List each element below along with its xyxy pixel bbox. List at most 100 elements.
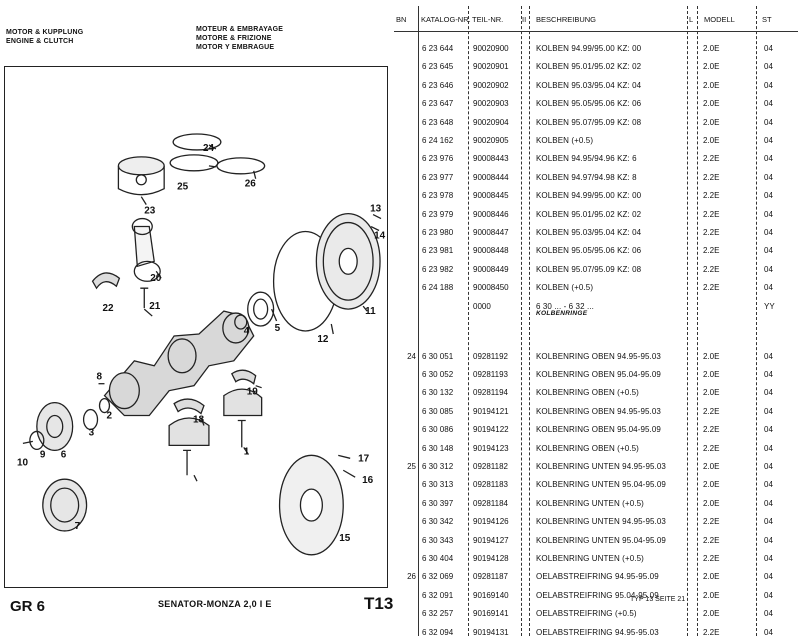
row-teil-nr: 90194121 [473, 406, 509, 416]
label-15: 15 [339, 533, 351, 544]
group-label: GR 6 [10, 598, 46, 615]
row-teil-nr: 0000 [473, 301, 491, 311]
piston-ring-24 [172, 133, 222, 151]
exploded-diagram: 24 25 26 23 13 14 11 20 12 5 4 22 21 3 1… [4, 66, 388, 588]
header-bn: BN [396, 15, 407, 24]
row-beschreibung: KOLBEN 95.01/95.02 KZ: 02 [536, 62, 642, 72]
ring-4 [234, 314, 248, 330]
pulley-7 [42, 478, 88, 532]
pulley-6 [36, 401, 74, 452]
row-teil-nr: 90008444 [473, 172, 509, 182]
row-st: 04 [764, 609, 773, 619]
row-teil-nr: 90008443 [473, 154, 509, 164]
row-st: 04 [764, 117, 773, 127]
row-katalog-nr: 6 30 085 [422, 406, 454, 416]
row-beschreibung: KOLBENRING UNTEN 94.95-95.03 [536, 462, 666, 471]
row-st: 04 [764, 535, 773, 545]
row-st: 04 [764, 228, 773, 237]
label-4: 4 [244, 326, 250, 337]
row-katalog-nr: 6 32 094 [422, 627, 454, 637]
row-st: 04 [764, 99, 773, 109]
row-teil-nr: 90194122 [473, 425, 509, 435]
row-teil-nr: 09281193 [473, 370, 508, 379]
header-title-de: MOTOR & KUPPLUNG [6, 29, 84, 36]
main-bearing-19 [230, 369, 257, 385]
label-7: 7 [75, 521, 81, 532]
row-modell: 2.0E [703, 80, 720, 90]
row-st: 04 [764, 443, 773, 453]
row-st: 04 [764, 462, 773, 471]
model-label: SENATOR-MONZA 2,0 I E [158, 599, 272, 609]
row-katalog-nr: 6 32 257 [422, 609, 454, 619]
row-modell: 2.2E [703, 191, 720, 201]
row-katalog-nr: 6 23 644 [422, 44, 454, 53]
row-katalog-nr: 6 32 069 [422, 572, 454, 582]
row-modell: 2.0E [703, 388, 720, 398]
row-beschreibung: KOLBEN 94.99/95.00 KZ: 00 [536, 44, 642, 53]
label-14: 14 [374, 230, 386, 241]
row-teil-nr: 09281187 [473, 572, 508, 582]
row-subtitle: KOLBENRINGE [536, 309, 588, 317]
row-modell: 2.0E [703, 351, 720, 361]
row-katalog-nr: 6 30 148 [422, 443, 454, 453]
row-bn: 26 [407, 572, 416, 582]
row-katalog-nr: 6 23 976 [422, 154, 454, 164]
row-st: 04 [764, 172, 773, 182]
bolt-1a [183, 449, 192, 476]
row-modell: 2.2E [703, 554, 720, 563]
label-25: 25 [177, 182, 189, 193]
row-beschreibung: KOLBENRING OBEN 94.95-95.03 [536, 351, 661, 361]
row-katalog-nr: 6 30 052 [422, 370, 454, 379]
row-beschreibung: KOLBENRING OBEN 95.04-95.09 [536, 370, 661, 379]
row-bn: 24 [407, 351, 416, 361]
row-katalog-nr: 6 30 086 [422, 425, 454, 435]
label-20: 20 [150, 273, 162, 284]
row-beschreibung: OELABSTREIFRING (+0.5) [536, 609, 637, 619]
table-header: BN KATALOG-NR. TEIL-NR. II BESCHREIBUNG … [394, 6, 798, 32]
label-13: 13 [370, 204, 382, 215]
row-modell: 2.0E [703, 99, 720, 109]
row-katalog-nr: 6 23 982 [422, 264, 454, 274]
row-beschreibung: KOLBENRING UNTEN 95.04-95.09 [536, 535, 666, 545]
label-8: 8 [97, 372, 103, 383]
row-modell: 2.2E [703, 264, 720, 274]
row-modell: 2.2E [703, 209, 720, 219]
row-st: 04 [764, 498, 773, 508]
seal-5-inner [253, 298, 269, 320]
row-katalog-nr: 6 24 162 [422, 136, 454, 145]
row-teil-nr: 90020901 [473, 62, 509, 72]
row-st: YY [764, 301, 775, 311]
row-modell: 2.2E [703, 517, 720, 527]
row-modell: 2.0E [703, 136, 720, 145]
row-teil-nr: 09281192 [473, 351, 508, 361]
row-katalog-nr: 6 30 343 [422, 535, 454, 545]
row-teil-nr: 90008448 [473, 246, 509, 256]
row-katalog-nr: 6 23 981 [422, 246, 454, 256]
row-st: 04 [764, 480, 773, 490]
bearing-shell-22 [91, 272, 121, 290]
row-beschreibung: KOLBEN 94.97/94.98 KZ: 8 [536, 172, 637, 182]
row-katalog-nr: 6 30 397 [422, 498, 454, 508]
row-st: 04 [764, 283, 773, 293]
bolt-16 [342, 469, 356, 478]
label-18: 18 [193, 414, 205, 425]
row-beschreibung: OELABSTREIFRING 95.04-95.09 [536, 590, 659, 600]
header-l: L [689, 15, 694, 24]
row-beschreibung: KOLBENRING UNTEN 94.95-95.03 [536, 517, 666, 527]
row-modell: 2.0E [703, 117, 720, 127]
row-beschreibung: KOLBEN 95.05/95.06 KZ: 06 [536, 246, 642, 256]
row-st: 04 [764, 154, 773, 164]
